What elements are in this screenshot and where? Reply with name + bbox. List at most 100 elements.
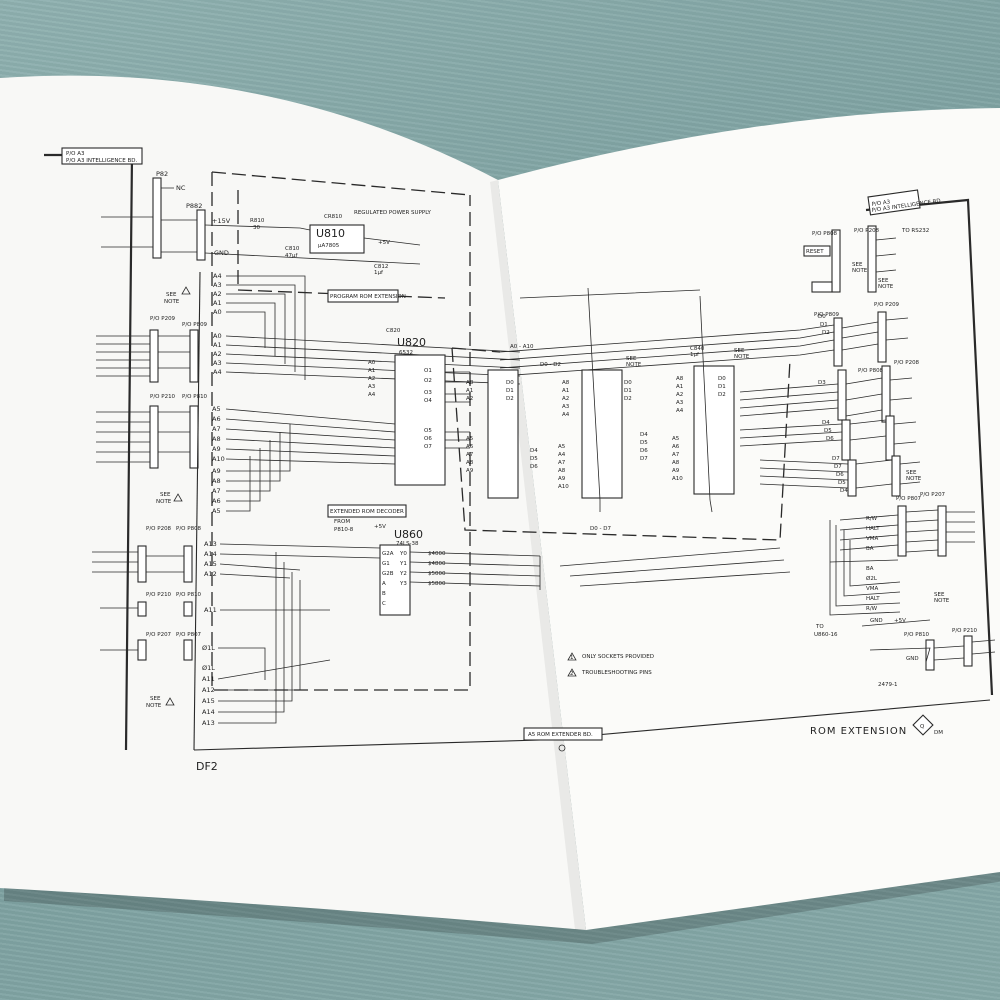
conn-label: P/O P209 <box>150 316 176 322</box>
svg-text:A2: A2 <box>562 396 569 402</box>
svg-text:D1: D1 <box>624 388 632 394</box>
svg-text:D2: D2 <box>624 396 632 402</box>
bus-stack-2: A5 A6 A7 A8 A9 A10 A9 A8 A7 A6 A5 <box>212 405 225 515</box>
right-page <box>498 108 1000 930</box>
bus-label: A1 <box>213 341 222 349</box>
bus-stack-3: A13 A14 A15 A12 A11 Ø1L Ø1L A11 A12 A15 … <box>202 540 217 727</box>
c812-label: C812 <box>374 264 388 270</box>
c840-label: C840 <box>690 346 705 352</box>
conn-label: P/O P210 <box>146 592 172 598</box>
ctrl-line-labels: R/W HALT VMA BA BA Ø2L VMA HALT R/W GND … <box>866 516 919 662</box>
svg-text:D6: D6 <box>836 472 844 478</box>
svg-text:P/O P210: P/O P210 <box>952 628 978 634</box>
svg-text:A6: A6 <box>672 444 680 450</box>
svg-text:NOTE: NOTE <box>878 284 894 290</box>
bus-label: A7 <box>212 425 221 433</box>
svg-text:A4: A4 <box>562 412 570 418</box>
bus-label: A7 <box>212 487 221 495</box>
addr-label: $5800 <box>428 581 446 587</box>
svg-text:Y1: Y1 <box>399 561 407 567</box>
svg-text:A7: A7 <box>558 460 566 466</box>
svg-text:HALT: HALT <box>866 526 880 532</box>
svg-text:D1: D1 <box>820 322 828 328</box>
svg-text:A2: A2 <box>368 376 375 382</box>
svg-text:D0: D0 <box>818 314 826 320</box>
svg-text:Y3: Y3 <box>399 581 407 587</box>
u860-label: U860 <box>394 528 423 541</box>
svg-text:A1: A1 <box>562 388 569 394</box>
d-bus-label-bottom: D0 - D7 <box>590 526 611 532</box>
reset-label: RESET <box>806 249 824 255</box>
svg-text:D2: D2 <box>822 330 830 336</box>
bus-label: A2 <box>213 350 222 358</box>
c820-label: C820 <box>386 328 401 334</box>
header-box-line2: P/O A3 INTELLIGENCE BD. <box>66 158 138 164</box>
svg-text:A2: A2 <box>466 396 473 402</box>
svg-text:A8: A8 <box>562 380 570 386</box>
svg-text:SEE: SEE <box>852 262 863 268</box>
svg-text:A4: A4 <box>368 392 376 398</box>
svg-text:A9: A9 <box>466 468 474 474</box>
see-note-label: NOTE <box>156 499 172 505</box>
from-label: FROM <box>334 519 350 525</box>
svg-text:A1: A1 <box>368 368 375 374</box>
svg-text:A0: A0 <box>368 360 376 366</box>
c840-value: 1µf <box>690 352 700 358</box>
note-1: ONLY SOCKETS PROVIDED <box>582 654 654 660</box>
title-suffix: DM <box>934 730 943 736</box>
svg-text:2: 2 <box>570 671 574 677</box>
conn-label: P/O P210 <box>150 394 176 400</box>
bus-label: A12 <box>202 686 215 694</box>
u860-part: 74LS-38 <box>396 541 419 547</box>
svg-text:SEE: SEE <box>626 356 637 362</box>
u820-label: U820 <box>397 336 426 349</box>
conn-label: P82 <box>156 170 168 178</box>
svg-text:VMA: VMA <box>866 536 879 542</box>
svg-text:D7: D7 <box>832 456 840 462</box>
conn-label: P/O P810 <box>176 592 202 598</box>
svg-text:Y0: Y0 <box>399 551 407 557</box>
svg-text:A9: A9 <box>672 468 680 474</box>
bus-label: A11 <box>202 675 215 683</box>
regulated-supply-label: REGULATED POWER SUPPLY <box>354 210 432 216</box>
conn-label: P/O P207 <box>146 632 172 638</box>
u810-part: µA7805 <box>318 243 340 249</box>
left-page <box>0 75 586 931</box>
conn-label: P/O P808 <box>176 526 202 532</box>
from-pin: P810-8 <box>334 527 354 533</box>
svg-text:GND: GND <box>870 618 883 624</box>
svg-text:O1: O1 <box>424 368 432 374</box>
svg-text:D7: D7 <box>834 464 842 470</box>
svg-text:P/O P209: P/O P209 <box>874 302 900 308</box>
svg-text:SEE: SEE <box>734 348 745 354</box>
bottom-box-label: A5 ROM EXTENDER BD. <box>528 732 593 738</box>
bus-label: A9 <box>212 445 221 453</box>
svg-text:BA: BA <box>866 546 874 552</box>
svg-text:HALT: HALT <box>866 596 880 602</box>
svg-text:NOTE: NOTE <box>734 354 750 360</box>
svg-text:G1: G1 <box>382 561 390 567</box>
conn-label: P/O P810 <box>182 394 208 400</box>
svg-text:G2A: G2A <box>382 551 394 557</box>
c810-label: C810 <box>285 246 300 252</box>
u810-label: U810 <box>316 227 345 240</box>
conn-label: P882 <box>186 202 202 210</box>
svg-text:D4: D4 <box>640 432 648 438</box>
nc-label: NC <box>176 184 186 192</box>
bus-label: A15 <box>204 560 217 568</box>
plus5v-label: +5V <box>378 240 390 246</box>
svg-text:D0: D0 <box>624 380 632 386</box>
addr-label: $4000 <box>428 551 446 557</box>
left-schematic: P/O A3 P/O A3 INTELLIGENCE BD. P82 P882 … <box>44 147 541 773</box>
svg-text:D1: D1 <box>718 384 726 390</box>
bus-label: A14 <box>204 550 217 558</box>
svg-text:D5: D5 <box>824 428 832 434</box>
note-2: TROUBLESHOOTING PINS <box>581 670 652 676</box>
svg-text:O5: O5 <box>424 428 432 434</box>
bus-note-label: A0 - A10 <box>510 344 534 350</box>
addr-label: $4800 <box>428 561 446 567</box>
u820-chip <box>394 354 446 486</box>
